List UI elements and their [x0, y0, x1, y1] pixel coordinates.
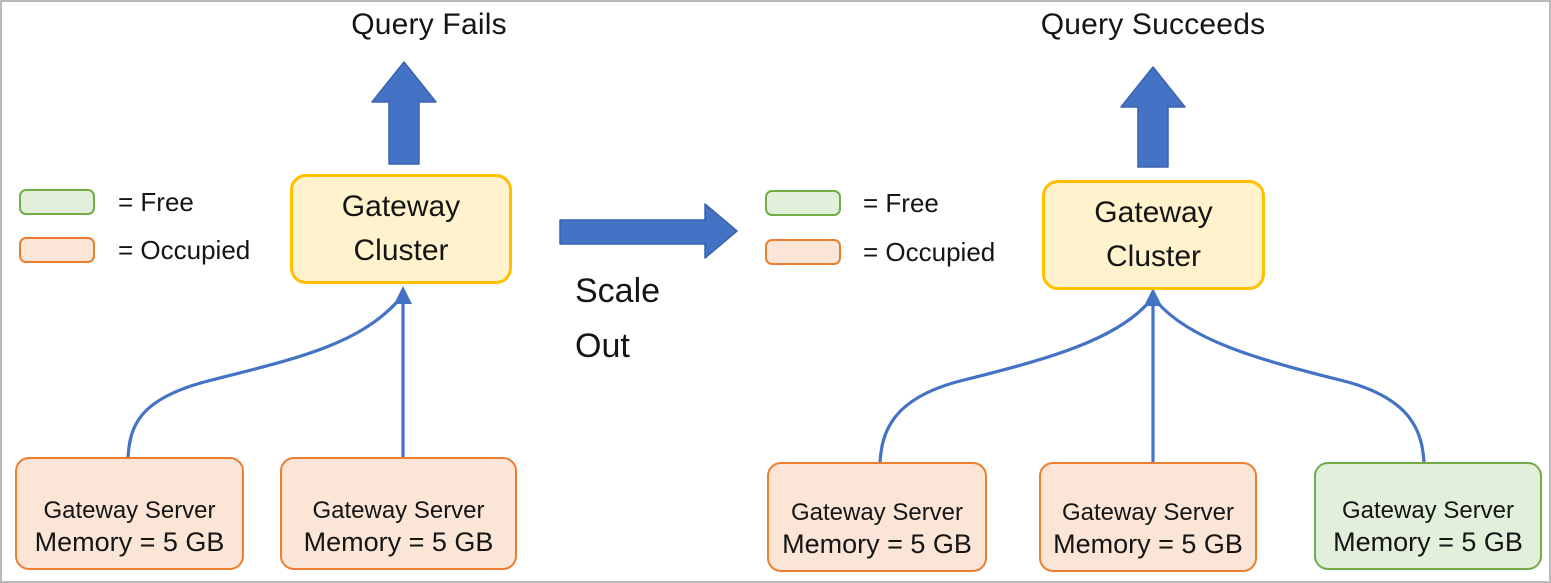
legend-label-free: = Free [863, 188, 939, 218]
legend-swatch-occupied [19, 237, 95, 263]
server-box: Gateway Server Memory = 5 GB [15, 457, 244, 570]
legend-label-occupied: = Occupied [863, 237, 996, 267]
legend-swatch-free [765, 190, 841, 216]
server-label-line1: Gateway Server [43, 497, 216, 524]
server-label-line1: Gateway Server [790, 499, 964, 526]
gateway-cluster-box: Gateway Cluster [1042, 180, 1265, 290]
arrowhead-icon [394, 286, 412, 304]
up-arrow-icon [1120, 66, 1186, 168]
query-succeeds-title: Query Succeeds [1040, 8, 1266, 41]
server-box: Gateway Server Memory = 5 GB [280, 457, 517, 570]
query-fails-title: Query Fails [351, 8, 507, 41]
server-label-line2: Memory = 5 GB [34, 527, 225, 557]
legend-label-free: = Free [118, 187, 194, 217]
legend-swatch-occupied [765, 239, 841, 265]
server-box: Gateway Server Memory = 5 GB [1314, 462, 1542, 570]
server-box: Gateway Server Memory = 5 GB [1039, 462, 1257, 572]
server-label-line2: Memory = 5 GB [782, 529, 972, 559]
server-label-line1: Gateway Server [312, 497, 485, 524]
up-arrow-icon [371, 61, 437, 165]
arrowhead-icon [1144, 288, 1162, 306]
connector-curve [1155, 300, 1426, 464]
gateway-cluster-box: Gateway Cluster [290, 174, 512, 284]
server-label-line2: Memory = 5 GB [303, 527, 494, 557]
connector-curve [878, 300, 1151, 464]
gateway-cluster-label-line2: Cluster [1105, 240, 1202, 273]
server-label-line1: Gateway Server [1341, 497, 1515, 524]
legend-label-occupied: = Occupied [118, 235, 251, 265]
gateway-cluster-label-line1: Gateway [1094, 196, 1213, 229]
scale-out-arrow-icon [559, 203, 738, 259]
server-label-line2: Memory = 5 GB [1053, 529, 1243, 559]
scale-out-label-line1: Scale [575, 272, 661, 310]
server-label-line1: Gateway Server [1061, 499, 1235, 526]
server-label-line2: Memory = 5 GB [1333, 527, 1523, 557]
gateway-cluster-label-line2: Cluster [353, 234, 449, 267]
scale-out-label-line2: Out [575, 327, 630, 365]
legend-swatch-free [19, 189, 95, 215]
connector-curve [126, 300, 399, 459]
gateway-cluster-label-line1: Gateway [341, 190, 461, 223]
server-box: Gateway Server Memory = 5 GB [767, 462, 987, 572]
scale-out-label: Scale Out [575, 264, 660, 374]
